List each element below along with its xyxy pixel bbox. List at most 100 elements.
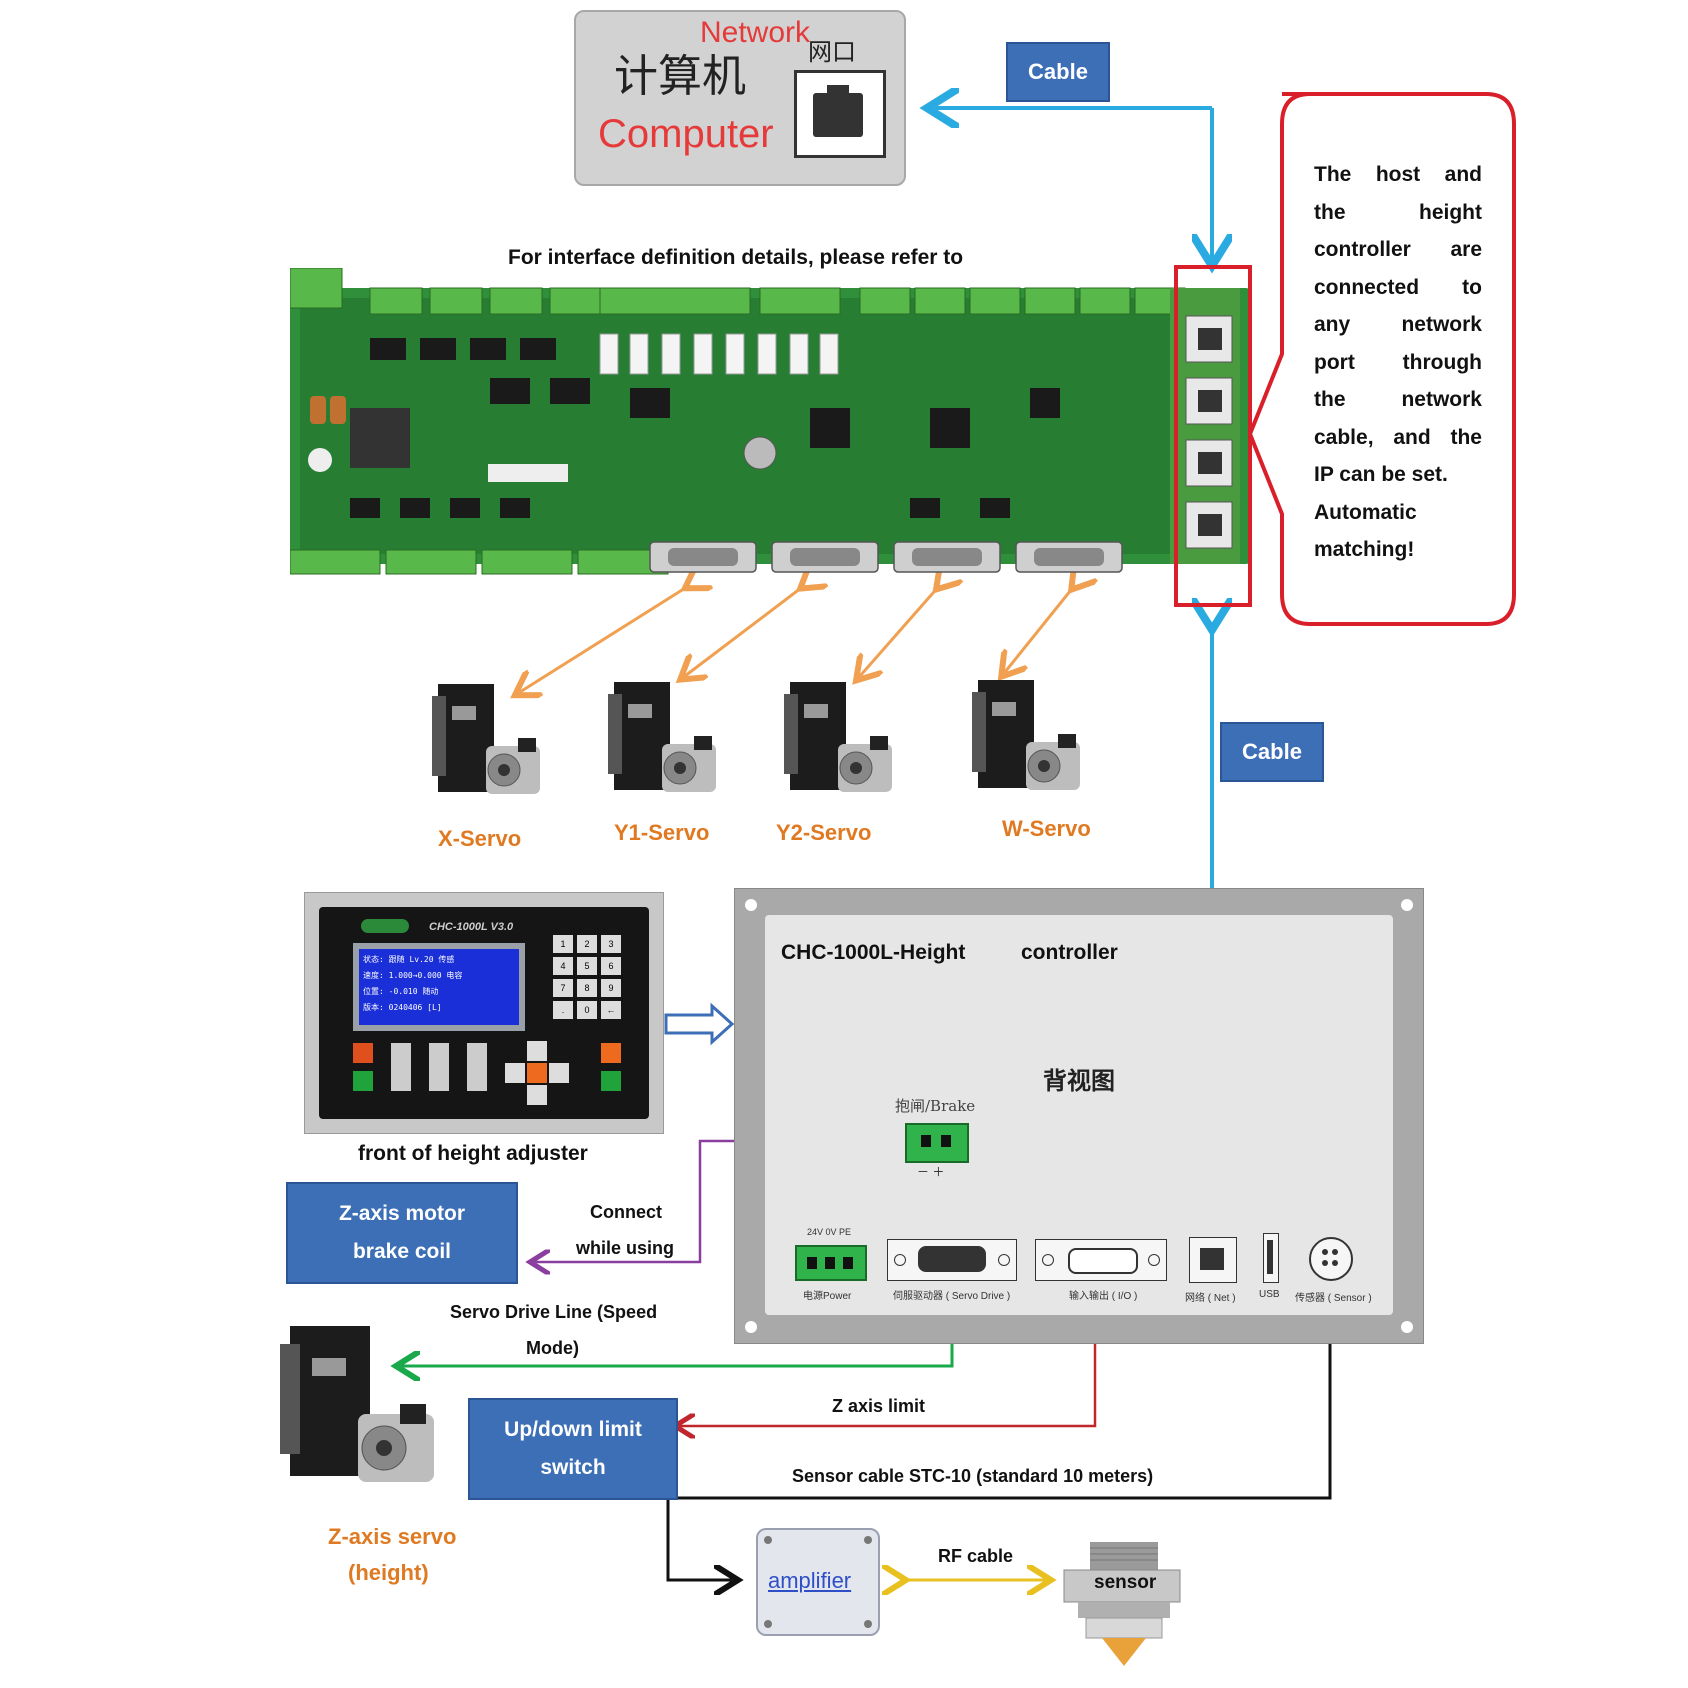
keypad-key[interactable]: 5 — [577, 957, 597, 975]
screw-hole — [1401, 899, 1413, 911]
hollow-arrow — [664, 1002, 735, 1046]
y1-servo-label: Y1-Servo — [614, 820, 710, 845]
orange-button[interactable] — [601, 1043, 621, 1063]
pcb-graphic — [289, 267, 1250, 575]
sensor-head: sensor — [1060, 1540, 1184, 1670]
lcd-screen: 状态: 跟随 Lv.20 传感 速度: 1.000→0.000 电容 位置: -… — [353, 943, 525, 1031]
keypad: 1 2 3 4 5 6 7 8 9 . 0 ← — [553, 935, 625, 1019]
keypad-key[interactable]: 2 — [577, 935, 597, 953]
net-port-cn-label: 网口 — [808, 39, 856, 66]
callout-line: connected to — [1314, 275, 1482, 299]
controller-title-right: controller — [1021, 941, 1118, 964]
network-label: Network — [700, 16, 811, 49]
keypad-key[interactable]: 7 — [553, 979, 573, 997]
callout-line: port through — [1314, 350, 1482, 374]
lcd-line: 速度: 1.000→0.000 电容 — [363, 971, 463, 980]
keypad-key[interactable]: ← — [601, 1001, 621, 1019]
function-button[interactable] — [467, 1043, 487, 1091]
keypad-key[interactable]: 1 — [553, 935, 573, 953]
front-panel-model: CHC-1000L V3.0 — [429, 921, 514, 933]
controller-title-left: CHC-1000L-Height — [781, 941, 966, 964]
callout-line: controller are — [1314, 238, 1482, 261]
sensor-label: 传感器 ( Sensor ) — [1295, 1293, 1372, 1304]
z-limit-line — [680, 1310, 1097, 1426]
net-port — [1189, 1237, 1237, 1283]
computer-en-title: Computer — [598, 112, 774, 156]
power-top-label: 24V 0V PE — [807, 1227, 852, 1237]
y1-servo-link — [685, 585, 805, 676]
screw-hole — [745, 899, 757, 911]
sensor-label: sensor — [1094, 1572, 1157, 1593]
keypad-key[interactable]: 0 — [577, 1001, 597, 1019]
callout-text: The host and the height controller are c… — [1314, 156, 1482, 569]
keypad-key[interactable]: 9 — [601, 979, 621, 997]
callout-line: matching! — [1314, 538, 1415, 561]
servo-drive-port — [887, 1239, 1017, 1281]
interface-note: For interface definition details, please… — [508, 246, 964, 269]
screw-hole — [745, 1321, 757, 1333]
green-button[interactable] — [353, 1071, 373, 1091]
function-button[interactable] — [391, 1043, 411, 1091]
usb-label: USB — [1259, 1289, 1280, 1300]
computer-box: 计算机 Network 网口 Computer — [574, 10, 906, 186]
keypad-key[interactable]: 3 — [601, 935, 621, 953]
y1-servo-icon — [604, 674, 734, 804]
sensor-cable-label: Sensor cable STC-10 (standard 10 meters) — [792, 1466, 1154, 1486]
y2-servo-label: Y2-Servo — [776, 820, 872, 845]
cable-mid-label: Cable — [1220, 722, 1324, 782]
y2-servo-icon — [780, 674, 910, 804]
zaxis-servo-label-2: (height) — [348, 1560, 429, 1585]
usb-port — [1263, 1233, 1279, 1283]
brake-connector — [905, 1123, 969, 1163]
callout-line: Automatic — [1314, 500, 1417, 524]
lcd-line: 版本: 0240406 [L] — [363, 1003, 442, 1012]
callout-line: cable, and the — [1314, 425, 1482, 449]
callout-line: The host and — [1314, 163, 1482, 186]
sensor-port — [1309, 1237, 1353, 1281]
io-port — [1035, 1239, 1167, 1281]
power-label: 电源Power — [803, 1291, 852, 1302]
w-servo-link — [1005, 585, 1075, 672]
front-panel-caption: front of height adjuster — [358, 1142, 588, 1165]
callout-line: any network — [1314, 313, 1482, 336]
servo-drive-line-label-2: Mode) — [526, 1338, 579, 1358]
green-button[interactable] — [601, 1071, 621, 1091]
callout-line: IP can be set. — [1314, 463, 1448, 486]
cable-top-label: Cable — [1006, 42, 1110, 102]
keypad-key[interactable]: 8 — [577, 979, 597, 997]
keypad-key[interactable]: 6 — [601, 957, 621, 975]
amplifier-box: amplifier — [756, 1528, 880, 1636]
updown-limit-box: Up/down limit switch — [468, 1398, 678, 1500]
servo-drive-line-label-1: Servo Drive Line (Speed — [450, 1302, 658, 1322]
zaxis-servo-icon — [276, 1318, 456, 1498]
z-axis-limit-label: Z axis limit — [832, 1396, 926, 1416]
pcb-board — [289, 267, 1250, 584]
brake-label: 抱闸/Brake — [895, 1097, 976, 1115]
rj45-port-icon — [794, 70, 886, 158]
x-servo-label: X-Servo — [438, 826, 522, 851]
callout-line: the network — [1314, 388, 1482, 411]
callout-line: the height — [1314, 200, 1482, 224]
lcd-line: 状态: 跟随 Lv.20 传感 — [363, 955, 455, 964]
lcd-line: 位置: -0.010 随动 — [363, 987, 439, 996]
brake-polarity: － ＋ — [917, 1165, 945, 1179]
function-button[interactable] — [429, 1043, 449, 1091]
x-servo-link — [520, 585, 690, 692]
amplifier-label: amplifier — [768, 1568, 852, 1593]
computer-cn-title: 计算机 — [614, 51, 746, 102]
keypad-key[interactable]: . — [553, 1001, 573, 1019]
x-servo-icon — [428, 676, 558, 806]
keypad-key[interactable]: 4 — [553, 957, 573, 975]
w-servo-icon — [968, 672, 1098, 802]
screw-hole — [1401, 1321, 1413, 1333]
dpad-control[interactable] — [505, 1041, 569, 1105]
front-panel: CHC-1000L V3.0 状态: 跟随 Lv.20 传感 速度: 1.000… — [304, 892, 664, 1134]
callout-bubble — [1250, 92, 1516, 626]
zaxis-servo-label-1: Z-axis servo — [328, 1524, 457, 1549]
controller-back-panel: CHC-1000L-Height controller 背视图 抱闸/Brake… — [734, 888, 1424, 1344]
brand-logo — [361, 919, 409, 933]
red-button[interactable] — [353, 1043, 373, 1063]
net-label: 网络 ( Net ) — [1185, 1293, 1236, 1304]
io-label: 输入输出 ( I/O ) — [1069, 1291, 1138, 1302]
